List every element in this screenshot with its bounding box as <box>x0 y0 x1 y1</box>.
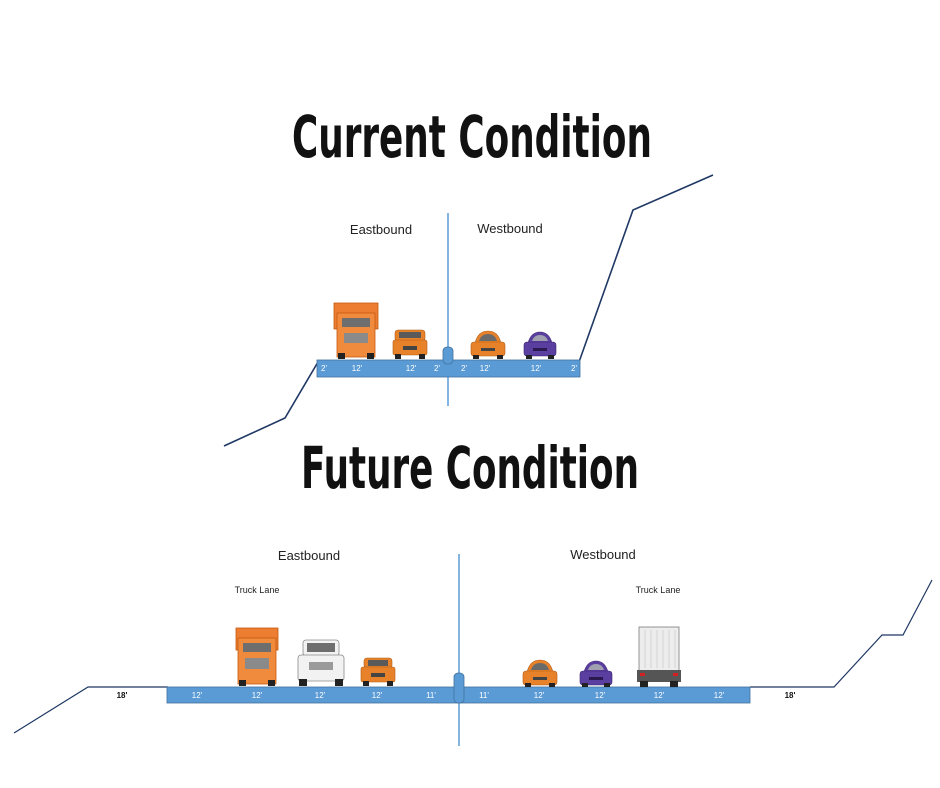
current-dim-2: 12' <box>352 364 363 373</box>
future-dim-3: 12' <box>315 691 326 700</box>
current-dim-1: 2' <box>321 364 327 373</box>
current-dim-6: 12' <box>480 364 491 373</box>
current-left-slope <box>223 361 319 447</box>
future-eastbound-car-icon <box>360 657 396 686</box>
future-box-truck-icon <box>637 626 681 687</box>
future-dim-1: 12' <box>192 691 203 700</box>
current-eastbound-car-icon <box>392 329 428 359</box>
current-median-barrier <box>442 346 454 365</box>
future-median-barrier <box>453 672 465 704</box>
future-semi-truck-icon <box>235 627 279 686</box>
future-condition-title: Future Condition <box>301 434 639 502</box>
future-dim-2: 12' <box>252 691 263 700</box>
future-westbound-truck-lane-label: Truck Lane <box>636 585 681 595</box>
current-westbound-label: Westbound <box>477 221 543 236</box>
future-pickup-truck-icon <box>297 639 345 686</box>
current-condition-title: Current Condition <box>292 103 652 171</box>
future-dim-8: 12' <box>595 691 606 700</box>
future-left-slope <box>13 686 168 734</box>
future-dim-4: 12' <box>372 691 383 700</box>
future-westbound-purple-car-icon <box>579 660 613 687</box>
future-westbound-label: Westbound <box>570 547 636 562</box>
current-right-slope <box>578 174 714 363</box>
current-semi-truck-icon <box>333 302 379 359</box>
future-eastbound-label: Eastbound <box>278 548 340 563</box>
future-dim-7: 12' <box>534 691 545 700</box>
current-dim-8: 2' <box>571 364 577 373</box>
future-right-slope <box>750 579 933 688</box>
future-eastbound-truck-lane-label: Truck Lane <box>235 585 280 595</box>
future-right-shoulder-label: 18' <box>785 691 796 700</box>
future-dim-6: 11' <box>479 691 489 700</box>
current-dim-7: 12' <box>531 364 542 373</box>
future-left-shoulder-label: 18' <box>117 691 128 700</box>
future-dim-10: 12' <box>714 691 725 700</box>
current-eastbound-label: Eastbound <box>350 222 412 237</box>
future-westbound-orange-car-icon <box>522 659 558 687</box>
current-westbound-purple-car-icon <box>523 331 557 359</box>
current-dim-4: 2' <box>434 364 440 373</box>
current-westbound-orange-car-icon <box>470 330 506 359</box>
future-dim-5: 11' <box>426 691 436 700</box>
future-dim-9: 12' <box>654 691 665 700</box>
current-dim-3: 12' <box>406 364 417 373</box>
current-dim-5: 2' <box>461 364 467 373</box>
